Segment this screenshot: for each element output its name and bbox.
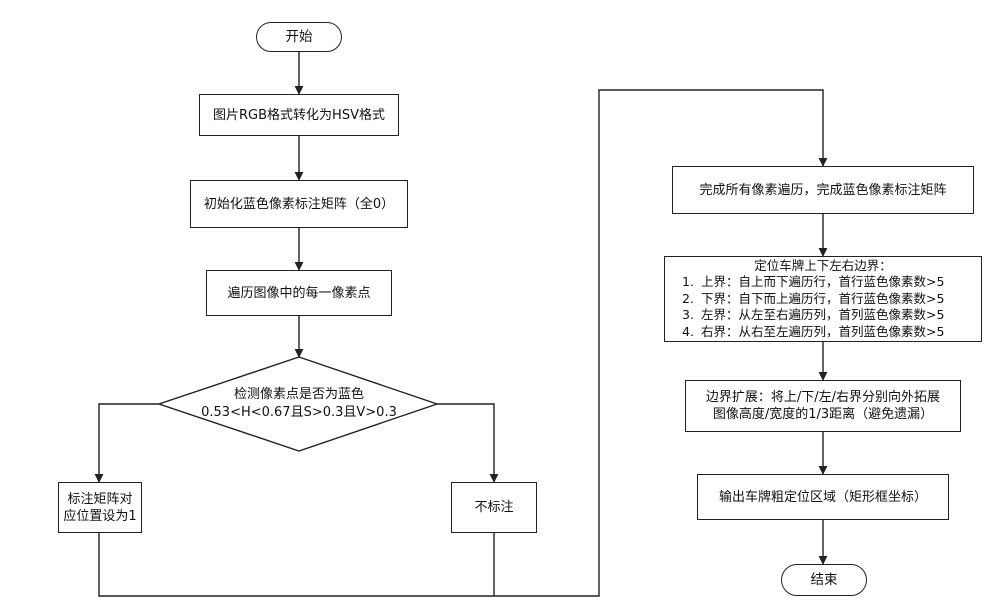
arrow-decision-to-no <box>437 403 499 483</box>
expand-step: 边界扩展：将上/下/左/右界分别向外拓展 图像高度/宽度的1/3距离（避免遗漏） <box>685 380 961 432</box>
boundary-item-num: 1. <box>682 274 694 290</box>
boundary-item-text: 上界：自上而下遍历行，首行蓝色像素数>5 <box>701 274 945 290</box>
convert-step-label: 图片RGB格式转化为HSV格式 <box>213 107 385 123</box>
expand-line1: 边界扩展：将上/下/左/右界分别向外拓展 <box>705 390 941 405</box>
decision-text: 检测像素点是否为蓝色 0.53<H<0.67且S>0.3且V>0.3 <box>189 384 409 424</box>
boundary-item-num: 4. <box>682 323 694 339</box>
boundary-item: 4. 右界：从右至左遍历列，首列蓝色像素数>5 <box>675 324 944 341</box>
boundary-item-text: 下界：自下而上遍历行，首行蓝色像素数>5 <box>701 290 945 306</box>
boundary-step: 定位车牌上下左右边界： 1. 上界：自上而下遍历行，首行蓝色像素数>5 2. 下界：… <box>664 256 982 342</box>
arrow-decision-to-yes <box>94 403 159 483</box>
mark-step-line2: 应位置设为1 <box>63 508 137 524</box>
output-label: 输出车牌粗定位区域（矩形框坐标） <box>718 489 927 505</box>
start-label: 开始 <box>285 28 313 45</box>
loop-return-line <box>494 89 828 597</box>
start-terminal: 开始 <box>256 22 342 52</box>
boundary-item: 1. 上界：自上而下遍历行，首行蓝色像素数>5 <box>675 274 944 291</box>
boundary-item: 3. 左界：从左至右遍历列，首列蓝色像素数>5 <box>675 307 944 324</box>
traverse-label: 遍历图像中的每一像素点 <box>227 285 371 301</box>
mark-step: 标注矩阵对 应位置设为1 <box>58 482 142 533</box>
output-step: 输出车牌粗定位区域（矩形框坐标） <box>697 474 949 520</box>
no-mark-label: 不标注 <box>474 500 514 515</box>
init-matrix-label: 初始化蓝色像素标注矩阵（全0） <box>203 196 395 212</box>
boundary-item: 2. 下界：自下而上遍历行，首行蓝色像素数>5 <box>675 291 944 308</box>
boundary-item-num: 2. <box>682 290 694 306</box>
boundary-item-text: 左界：从左至右遍历列，首列蓝色像素数>5 <box>701 307 945 323</box>
init-matrix-step: 初始化蓝色像素标注矩阵（全0） <box>190 180 408 228</box>
decision-diamond <box>156 356 440 452</box>
mark-step-line1: 标注矩阵对 <box>67 491 133 507</box>
end-terminal: 结束 <box>781 564 867 596</box>
merge-line <box>98 533 494 597</box>
convert-step: 图片RGB格式转化为HSV格式 <box>199 94 399 136</box>
complete-step-label: 完成所有像素遍历，完成蓝色像素标注矩阵 <box>699 182 947 198</box>
boundary-title: 定位车牌上下左右边界： <box>754 257 892 273</box>
end-label: 结束 <box>810 571 838 588</box>
traverse-step: 遍历图像中的每一像素点 <box>206 270 392 316</box>
expand-line2: 图像高度/宽度的1/3距离（避免遗漏） <box>712 407 934 422</box>
decision-condition: 0.53<H<0.67且S>0.3且V>0.3 <box>201 405 397 420</box>
complete-step: 完成所有像素遍历，完成蓝色像素标注矩阵 <box>672 166 974 214</box>
boundary-item-num: 3. <box>682 307 694 323</box>
decision-question: 检测像素点是否为蓝色 <box>233 387 364 402</box>
no-mark-step: 不标注 <box>451 482 537 533</box>
boundary-item-text: 右界：从右至左遍历列，首列蓝色像素数>5 <box>701 323 945 339</box>
